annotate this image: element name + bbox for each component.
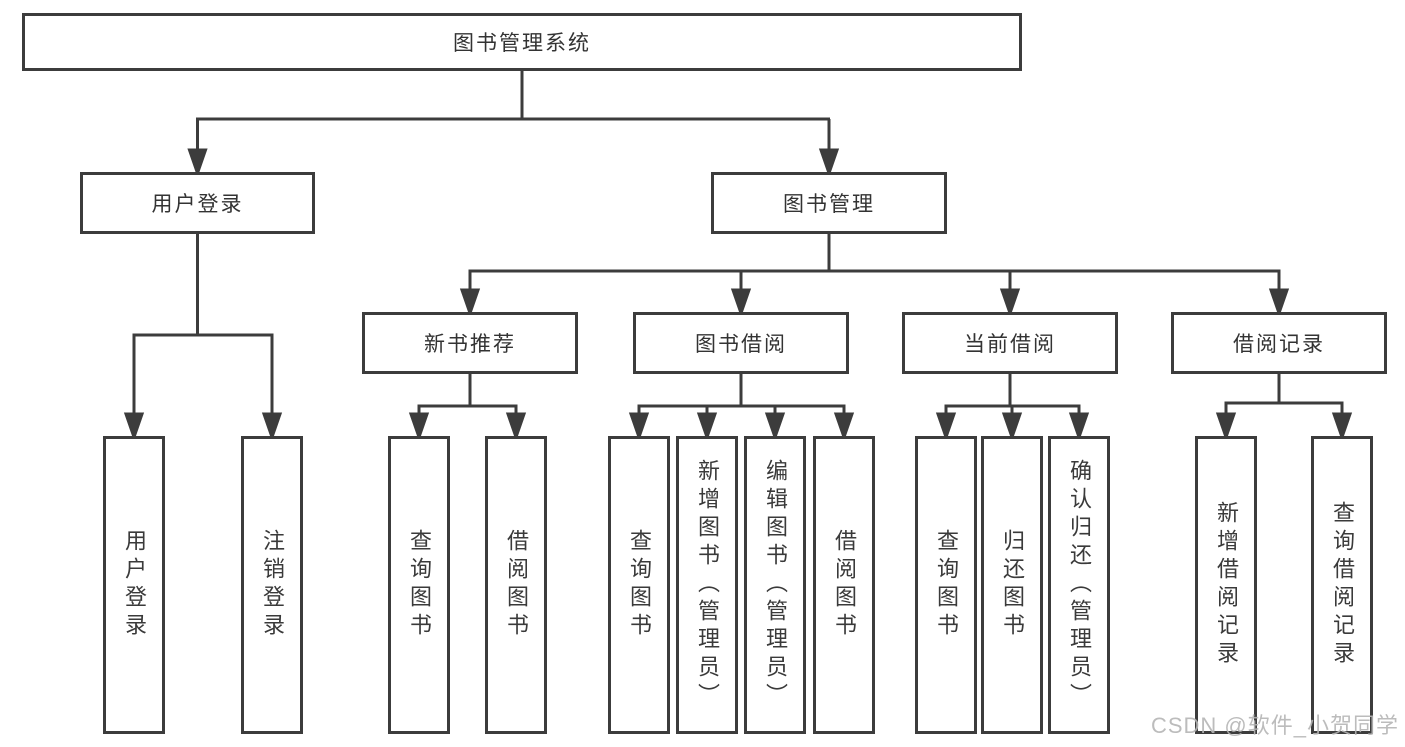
leaf-borrow-books: 借阅图书: [813, 436, 875, 734]
node-book-borrowing-label: 图书借阅: [695, 333, 787, 356]
leaf-add-borrow-record-label: 新增借阅记录: [1214, 501, 1239, 669]
node-book-management-label: 图书管理: [783, 193, 875, 216]
leaf-confirm-return-admin-label: 确认归还（管理员）: [1067, 459, 1092, 711]
leaf-add-books-admin-label: 新增图书（管理员）: [695, 459, 720, 711]
node-new-book-recommend: 新书推荐: [362, 312, 578, 374]
node-borrowing-records: 借阅记录: [1171, 312, 1387, 374]
node-book-management-branch: 图书管理: [711, 172, 947, 234]
leaf-borrow-books-label: 借阅图书: [832, 529, 857, 641]
leaf-logout-label: 注销登录: [260, 529, 285, 641]
node-current-borrowing-label: 当前借阅: [964, 333, 1056, 356]
leaf-query-books-recommend: 查询图书: [388, 436, 450, 734]
leaf-edit-books-admin-label: 编辑图书（管理员）: [763, 459, 788, 711]
leaf-return-books: 归还图书: [981, 436, 1043, 734]
node-root-label: 图书管理系统: [453, 32, 591, 55]
node-new-book-recommend-label: 新书推荐: [424, 333, 516, 356]
leaf-query-borrow-record: 查询借阅记录: [1311, 436, 1373, 734]
node-user-login-label: 用户登录: [151, 193, 244, 216]
leaf-edit-books-admin: 编辑图书（管理员）: [744, 436, 806, 734]
leaf-query-books-borrowing-label: 查询图书: [627, 529, 652, 641]
leaf-query-books-borrowing: 查询图书: [608, 436, 670, 734]
csdn-watermark: CSDN @软件_小贺同学: [1150, 713, 1399, 738]
leaf-query-books-current-label: 查询图书: [934, 529, 959, 641]
leaf-add-borrow-record: 新增借阅记录: [1195, 436, 1257, 734]
leaf-borrow-books-recommend: 借阅图书: [485, 436, 547, 734]
leaf-borrow-books-recommend-label: 借阅图书: [504, 529, 529, 641]
node-borrowing-records-label: 借阅记录: [1233, 333, 1325, 356]
leaf-logout: 注销登录: [241, 436, 303, 734]
leaf-return-books-label: 归还图书: [1000, 529, 1025, 641]
node-user-login-branch: 用户登录: [80, 172, 315, 234]
leaf-query-books-current: 查询图书: [915, 436, 977, 734]
leaf-user-login-label: 用户登录: [122, 529, 147, 641]
node-current-borrowing: 当前借阅: [902, 312, 1118, 374]
leaf-user-login: 用户登录: [103, 436, 165, 734]
node-book-borrowing: 图书借阅: [633, 312, 849, 374]
leaf-query-books-recommend-label: 查询图书: [407, 529, 432, 641]
leaf-add-books-admin: 新增图书（管理员）: [676, 436, 738, 734]
leaf-confirm-return-admin: 确认归还（管理员）: [1048, 436, 1110, 734]
node-root-system: 图书管理系统: [22, 13, 1022, 71]
leaf-query-borrow-record-label: 查询借阅记录: [1330, 501, 1355, 669]
